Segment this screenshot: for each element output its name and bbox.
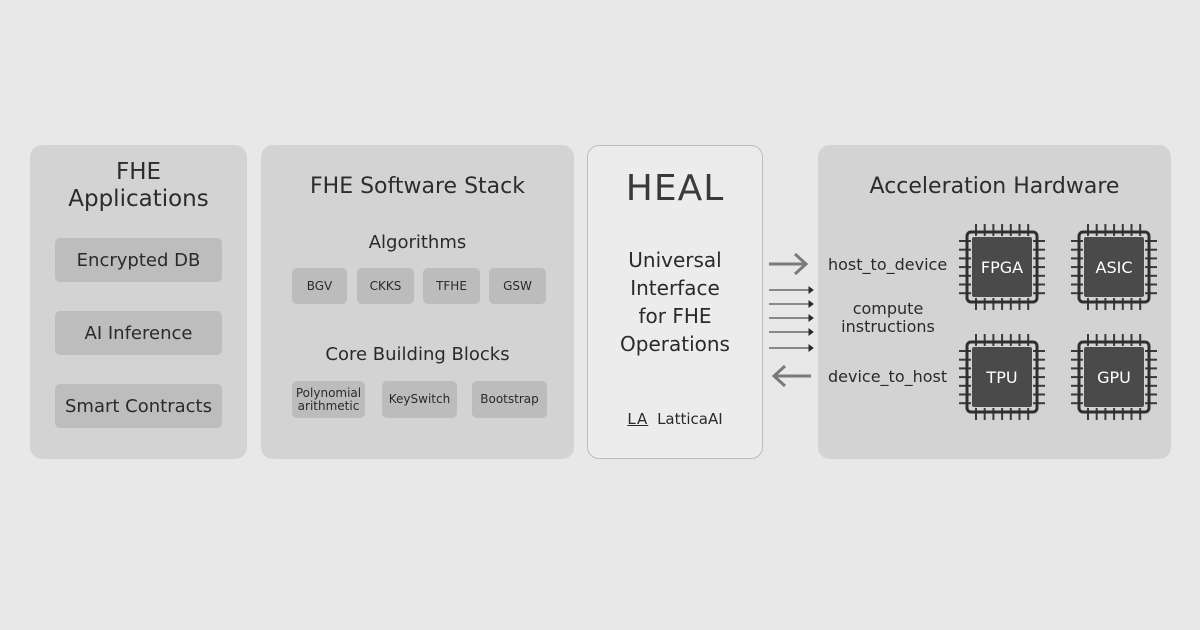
software-stack-panel: FHE Software Stack Algorithms BGV CKKS T…	[261, 145, 574, 459]
algorithm-tfhe: TFHE	[423, 268, 480, 304]
arrow-right-icon	[769, 252, 809, 276]
block-polynomial-line2: arithmetic	[297, 398, 360, 413]
chip-asic: ASIC	[1069, 222, 1159, 312]
arrow-left-icon	[771, 364, 811, 388]
block-polynomial-line1: Polynomial	[295, 385, 362, 400]
chip-gpu: GPU	[1069, 332, 1159, 422]
app-ai-inference: AI Inference	[55, 311, 222, 355]
applications-panel: FHE Applications Encrypted DB AI Inferen…	[30, 145, 247, 459]
chip-fpga: FPGA	[957, 222, 1047, 312]
algorithm-gsw: GSW	[489, 268, 546, 304]
compute-instructions-label: compute instructions	[838, 300, 938, 336]
heal-panel: HEAL Universal Interface for FHE Operati…	[587, 145, 763, 459]
app-encrypted-db: Encrypted DB	[55, 238, 222, 282]
algorithms-title: Algorithms	[368, 232, 467, 253]
heal-subtitle-line2: Interface	[630, 276, 720, 300]
chip-tpu-label: TPU	[986, 367, 1018, 387]
block-polynomial-arithmetic: Polynomial arithmetic	[292, 381, 365, 418]
lattica-logo: LA LatticaAI	[588, 410, 762, 428]
block-keyswitch: KeySwitch	[382, 381, 457, 418]
chip-tpu: TPU	[957, 332, 1047, 422]
hardware-panel: Acceleration Hardware host_to_device com…	[818, 145, 1171, 459]
chip-icon	[1071, 334, 1157, 420]
chip-fpga-label: FPGA	[980, 257, 1024, 277]
compute-line1: compute	[852, 299, 924, 318]
app-smart-contracts: Smart Contracts	[55, 384, 222, 428]
chip-icon	[1071, 224, 1157, 310]
software-stack-title: FHE Software Stack	[310, 174, 525, 199]
heal-title: HEAL	[625, 168, 725, 209]
chip-gpu-label: GPU	[1097, 367, 1131, 387]
heal-subtitle-line3: for FHE	[638, 304, 712, 328]
applications-title-line1: FHE	[115, 159, 162, 185]
device-to-host-label: device_to_host	[828, 367, 948, 386]
heal-subtitle-line1: Universal	[628, 248, 722, 272]
lattica-logo-text: LatticaAI	[657, 410, 723, 428]
core-blocks-title: Core Building Blocks	[325, 344, 510, 365]
heal-subtitle: Universal Interface for FHE Operations	[588, 246, 762, 358]
chip-icon	[959, 224, 1045, 310]
chip-asic-label: ASIC	[1095, 257, 1133, 277]
compute-instruction-arrows	[769, 286, 814, 352]
applications-title-line2: Applications	[68, 186, 209, 212]
lattica-logo-icon: LA	[627, 410, 649, 428]
host-to-device-label: host_to_device	[828, 255, 948, 274]
chip-icon	[959, 334, 1045, 420]
hardware-title: Acceleration Hardware	[869, 174, 1120, 199]
algorithm-bgv: BGV	[292, 268, 347, 304]
compute-line2: instructions	[841, 317, 935, 336]
applications-title: FHE Applications	[30, 159, 247, 213]
algorithm-ckks: CKKS	[357, 268, 414, 304]
interface-arrows	[769, 252, 814, 388]
block-bootstrap: Bootstrap	[472, 381, 547, 418]
heal-subtitle-line4: Operations	[620, 332, 730, 356]
